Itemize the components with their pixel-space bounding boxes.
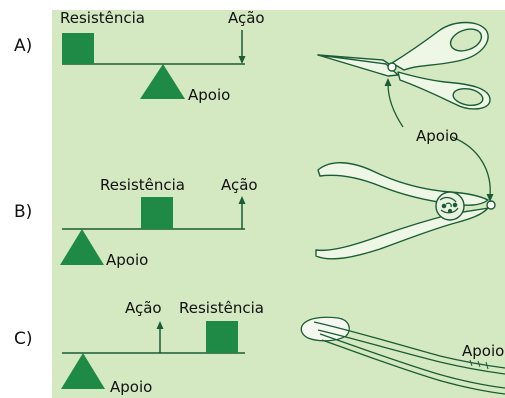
tweezers-support-callout: Apoio (462, 342, 505, 360)
row-label-a: A) (14, 36, 33, 56)
diagram-panel (52, 10, 505, 398)
action-label-c: Ação (125, 299, 162, 317)
resistance-block-c (206, 321, 238, 353)
lever-a (62, 30, 246, 99)
lever-b (60, 196, 246, 265)
resistance-label-a: Resistência (60, 9, 145, 27)
scissors-support-callout: Apoio (416, 127, 459, 145)
support-triangle-b (60, 229, 104, 265)
nutcracker-icon (315, 162, 496, 260)
support-label-c: Apoio (110, 378, 153, 396)
support-triangle-c (61, 353, 105, 389)
nutcracker-callout-arrow (451, 136, 491, 197)
lever-c (61, 321, 245, 389)
action-label-a: Ação (228, 9, 265, 27)
row-label-b: B) (14, 202, 33, 222)
tweezers-icon (300, 316, 505, 395)
resistance-label-b: Resistência (100, 176, 185, 194)
support-label-b: Apoio (106, 251, 149, 269)
resistance-block-a (62, 33, 94, 64)
resistance-block-b (141, 197, 173, 229)
support-label-a: Apoio (188, 86, 231, 104)
row-label-c: C) (14, 329, 33, 349)
support-triangle-a (140, 64, 185, 99)
scissors-callout-arrow (387, 83, 404, 128)
resistance-label-c: Resistência (179, 299, 264, 317)
action-label-b: Ação (221, 176, 258, 194)
scissors-icon (317, 21, 491, 110)
